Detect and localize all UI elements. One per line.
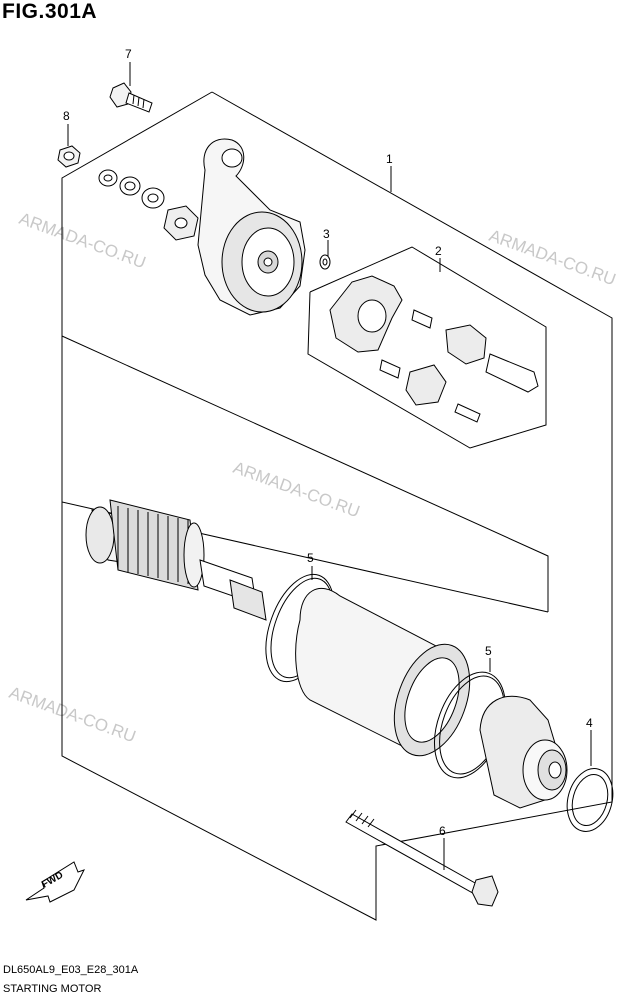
assembly-frame bbox=[61, 91, 613, 921]
callout-8: 8 bbox=[63, 109, 70, 123]
rear-end-cover bbox=[197, 138, 306, 316]
callout-6: 6 bbox=[439, 824, 446, 838]
brush-holder-part-2 bbox=[329, 275, 539, 423]
o-ring-part-4 bbox=[566, 768, 614, 832]
figure-name: STARTING MOTOR bbox=[3, 983, 102, 995]
through-bolt-part-6 bbox=[345, 809, 499, 907]
callout-1: 1 bbox=[386, 152, 393, 166]
o-ring-part-3 bbox=[319, 254, 331, 270]
watermark-2: ARMADA-CO.RU bbox=[487, 226, 619, 289]
front-housing bbox=[479, 695, 568, 809]
callout-3: 3 bbox=[323, 227, 330, 241]
figure-title: FIG.301A bbox=[2, 0, 98, 23]
callout-7: 7 bbox=[125, 47, 132, 61]
callout-labels: 1 2 3 4 5 5 6 7 8 bbox=[63, 47, 593, 838]
fwd-arrow-icon: FWD bbox=[25, 861, 85, 903]
washers-left bbox=[98, 169, 199, 241]
callout-5-lower: 5 bbox=[485, 644, 492, 658]
callout-2: 2 bbox=[435, 244, 442, 258]
callout-4: 4 bbox=[586, 716, 593, 730]
watermark-3: ARMADA-CO.RU bbox=[231, 458, 363, 521]
callout-5-upper: 5 bbox=[307, 551, 314, 565]
armature bbox=[85, 499, 267, 621]
bolt-part-7 bbox=[109, 82, 153, 113]
nut-part-8 bbox=[57, 145, 81, 168]
watermark-4: ARMADA-CO.RU bbox=[7, 683, 139, 746]
figure-code: DL650AL9_E03_E28_301A bbox=[3, 964, 139, 976]
leader-lines bbox=[67, 62, 592, 870]
watermark-1: ARMADA-CO.RU bbox=[17, 209, 149, 272]
yoke-housing bbox=[295, 587, 471, 757]
